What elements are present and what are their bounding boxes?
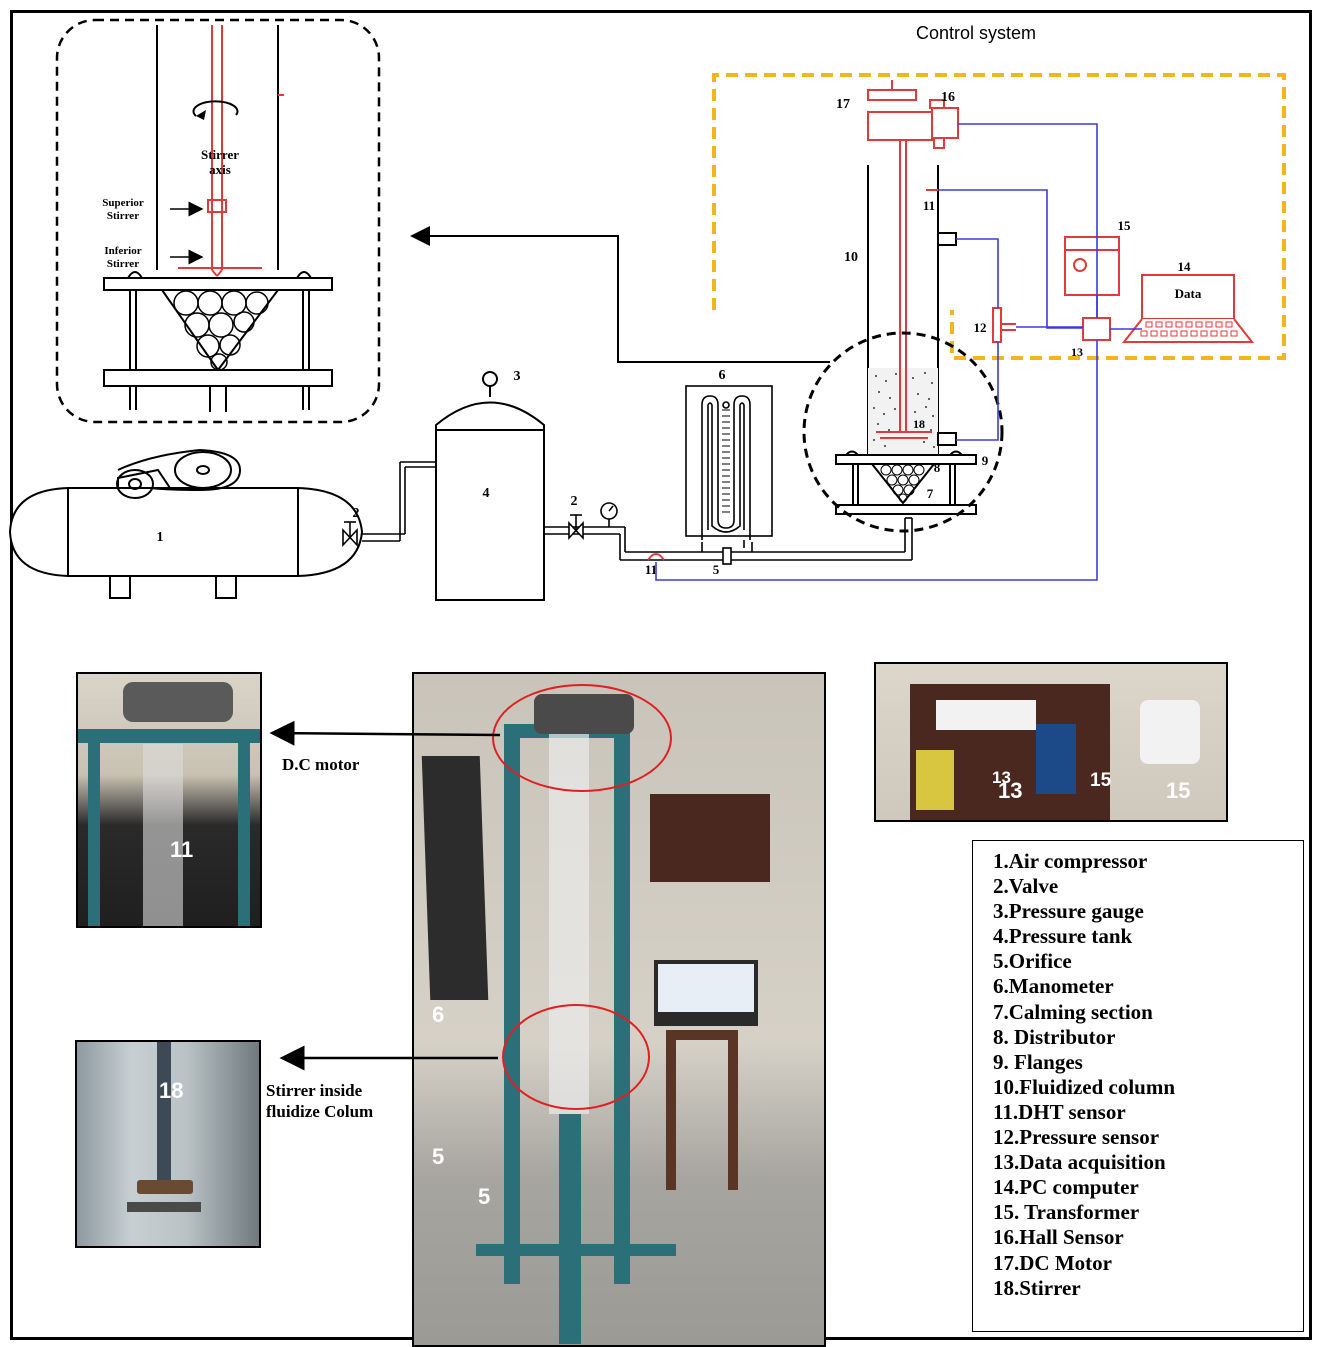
label-14: 14 — [1178, 259, 1192, 274]
photo-tag-5a: 5 — [432, 1144, 444, 1170]
pipe-compressor-tank — [362, 462, 436, 541]
legend-item: 16.Hall Sensor — [993, 1225, 1303, 1250]
legend-item: 3.Pressure gauge — [993, 899, 1303, 924]
photo-tag-11: 11 — [170, 837, 193, 863]
superior-stirrer-label: Superior — [102, 197, 144, 209]
label-10: 10 — [844, 250, 858, 265]
label-4: 4 — [483, 486, 490, 501]
legend-box: 1.Air compressor 2.Valve 3.Pressure gaug… — [972, 840, 1304, 1332]
photo-stirrer: 18 — [75, 1040, 261, 1248]
label-6: 6 — [719, 368, 726, 383]
zoom-arrow — [412, 236, 830, 362]
inferior-stirrer-label: Inferior — [104, 245, 141, 257]
label-12: 12 — [974, 320, 987, 335]
legend-item: 8. Distributor — [993, 1025, 1303, 1050]
stirrer-axis-label: Stirrer — [201, 147, 239, 162]
air-compressor — [10, 450, 362, 598]
stirrer-axis-label-2: axis — [209, 162, 231, 177]
legend-item: 7.Calming section — [993, 1000, 1303, 1025]
legend-item: 10.Fluidized column — [993, 1075, 1303, 1100]
legend-item: 4.Pressure tank — [993, 924, 1303, 949]
label-11b: 11 — [923, 198, 935, 213]
legend-item: 11.DHT sensor — [993, 1100, 1303, 1125]
legend-item: 1.Air compressor — [993, 849, 1303, 874]
photo-main-setup: 6 5 5 — [412, 672, 826, 1347]
label-2a: 2 — [353, 506, 360, 521]
caption-stirrer-1: Stirrer inside — [266, 1081, 362, 1100]
photo-tag-5b: 5 — [478, 1184, 490, 1210]
superior-stirrer-label-2: Stirrer — [107, 210, 139, 222]
label-7: 7 — [927, 486, 934, 501]
label-18: 18 — [913, 417, 925, 431]
label-16: 16 — [941, 90, 955, 105]
inset-boundary — [57, 20, 379, 422]
legend-item: 15. Transformer — [993, 1200, 1303, 1225]
legend-item: 13.Data acquisition — [993, 1150, 1303, 1175]
pressure-tank — [436, 372, 544, 600]
label-15: 15 — [1118, 218, 1132, 233]
label-17: 17 — [836, 97, 850, 112]
legend-item: 5.Orifice — [993, 949, 1303, 974]
schematic-diagram: Control system — [0, 0, 1324, 660]
label-3: 3 — [514, 369, 521, 384]
legend-item: 9. Flanges — [993, 1050, 1303, 1075]
legend-item: 6.Manometer — [993, 974, 1303, 999]
panel-tag-15b: 15 — [1166, 778, 1190, 804]
data-acquisition — [1083, 318, 1110, 340]
label-2b: 2 — [571, 494, 578, 509]
panel-tag-13b: 13 — [998, 778, 1022, 804]
label-1: 1 — [157, 530, 164, 545]
pressure-sensor — [993, 308, 1016, 342]
legend-item: 17.DC Motor — [993, 1251, 1303, 1276]
label-9: 9 — [982, 453, 989, 468]
transformer — [1065, 237, 1119, 295]
control-system-label: Control system — [916, 23, 1036, 43]
label-8: 8 — [934, 460, 941, 475]
legend-item: 14.PC computer — [993, 1175, 1303, 1200]
legend-item: 2.Valve — [993, 874, 1303, 899]
photo-control-panel: 13 13 15 15 — [874, 662, 1228, 822]
label-5: 5 — [713, 562, 720, 577]
photo-tag-18: 18 — [159, 1078, 183, 1104]
panel-tag-15a: 15 — [1090, 770, 1111, 792]
dht-sensor-pipe — [648, 554, 664, 560]
photo-dc-motor: 11 — [76, 672, 262, 928]
orifice-5 — [723, 548, 731, 564]
inferior-stirrer-label-2: Stirrer — [107, 258, 139, 270]
photo-tag-6: 6 — [432, 1002, 444, 1028]
legend-item: 12.Pressure sensor — [993, 1125, 1303, 1150]
legend-item: 18.Stirrer — [993, 1276, 1303, 1301]
caption-stirrer-2: fluidize Colum — [266, 1102, 373, 1121]
laptop-label: Data — [1175, 286, 1202, 301]
pipe-gauge — [601, 503, 617, 527]
caption-dc-motor: D.C motor — [282, 755, 359, 774]
label-13: 13 — [1071, 345, 1083, 359]
